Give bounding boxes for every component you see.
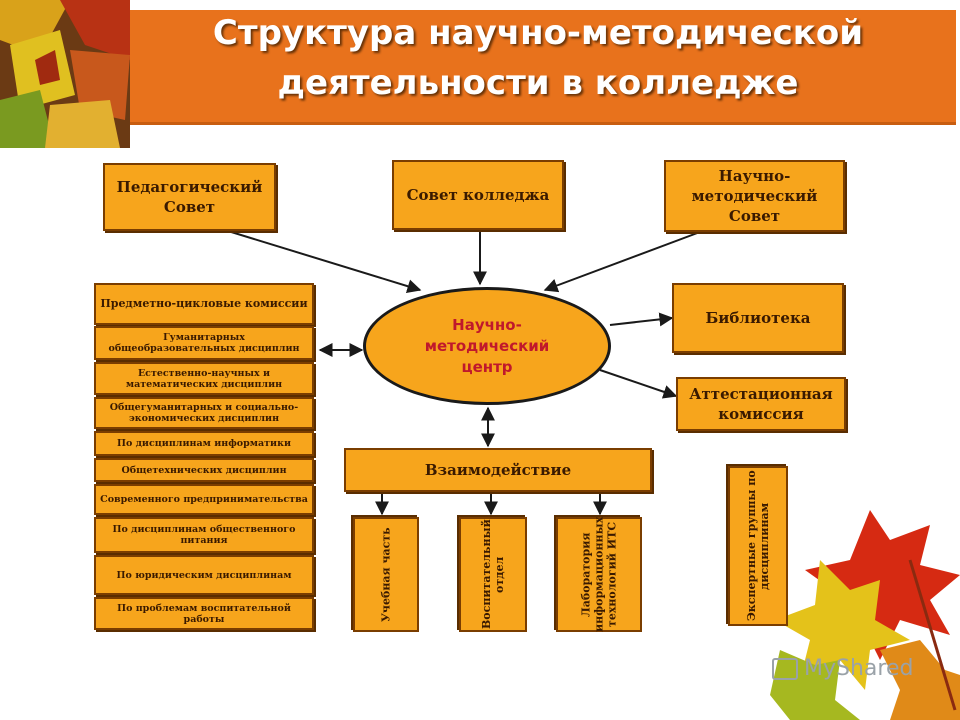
- college-council-box: Совет колледжа: [392, 160, 564, 230]
- pck-item-entrepreneurship: Современного предпринимательства: [94, 484, 314, 515]
- pck-header: Предметно-цикловые комиссии: [94, 283, 314, 325]
- watermark-text: MyShared: [804, 656, 914, 681]
- pck-item-natural-sciences: Естественно-научных и математических дис…: [94, 362, 314, 395]
- arrow-pedsovet-to-center: [227, 230, 422, 293]
- arrow-center-to-library: [609, 312, 674, 327]
- it-lab-box: Лаборатория информационных технологий ИТ…: [556, 517, 642, 632]
- pck-item-catering: По дисциплинам общественного питания: [94, 517, 314, 553]
- title-banner: [118, 10, 956, 125]
- pck-item-law: По юридическим дисциплинам: [94, 555, 314, 595]
- watermark: MyShared: [772, 656, 913, 681]
- center-label: Научно- методический центр: [424, 315, 550, 376]
- arrow-center-to-attestation: [599, 369, 678, 399]
- pck-item-informatics: По дисциплинам информатики: [94, 431, 314, 456]
- study-unit-box: Учебная часть: [353, 517, 419, 632]
- expert-groups-box: Экспертные группы по дисциплинам: [728, 466, 788, 626]
- scientific-methodical-center: Научно- методический центр: [363, 287, 611, 405]
- attestation-commission-box: Аттестационная комиссия: [676, 377, 846, 431]
- slide-title: Структура научно-методической деятельнос…: [212, 13, 864, 103]
- autumn-leaves-image-top-left: [0, 0, 130, 148]
- arrow-nms-to-center: [543, 231, 701, 293]
- pck-item-social-economic: Общегуманитарных и социально-экономическ…: [94, 397, 314, 429]
- education-department-box: Воспитательный отдел: [459, 517, 527, 632]
- autumn-leaves-image-bottom-right: [770, 510, 960, 720]
- interaction-box: Взаимодействие: [344, 448, 652, 492]
- pck-item-upbringing: По проблемам воспитательной работы: [94, 597, 314, 630]
- pck-item-general-technical: Общетехнических дисциплин: [94, 458, 314, 482]
- library-box: Библиотека: [672, 283, 844, 353]
- scientific-methodical-council-box: Научно-методический Совет: [664, 160, 845, 232]
- pck-item-humanities: Гуманитарных общеобразовательных дисципл…: [94, 326, 314, 360]
- pedagogical-council-box: Педагогический Совет: [103, 163, 276, 231]
- presentation-icon: [772, 657, 798, 680]
